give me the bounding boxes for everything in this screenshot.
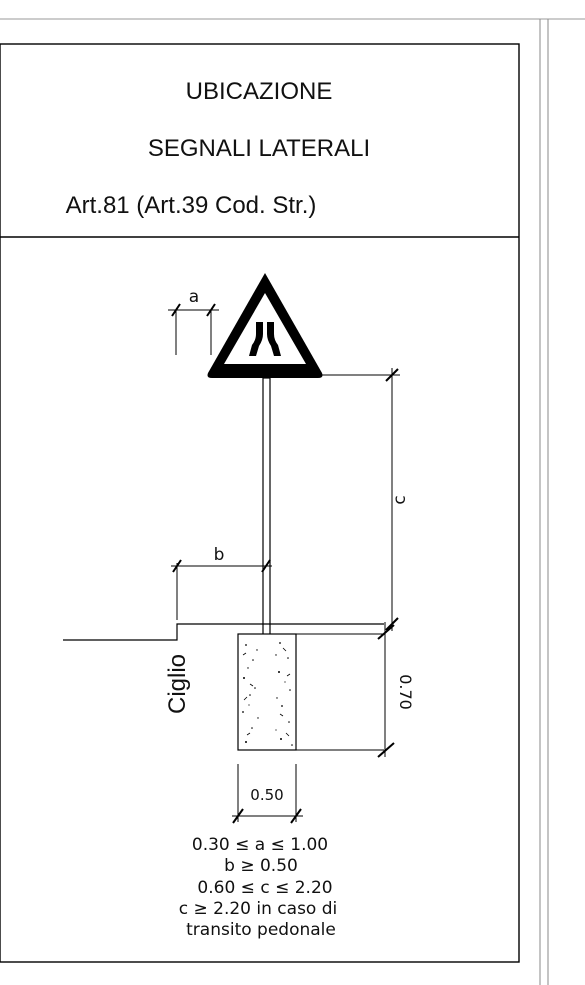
- ciglio-label: Ciglio: [164, 654, 191, 714]
- dim-a-label: a: [189, 287, 199, 307]
- frame: [0, 43, 520, 963]
- note-line-2: b ≥ 0.50: [224, 856, 298, 876]
- note-line-1: 0.30 ≤ a ≤ 1.00: [192, 835, 328, 855]
- dimension-a: [168, 303, 219, 355]
- road-narrows-sign-icon: [207, 273, 323, 378]
- dim-b-label: b: [214, 545, 225, 565]
- dimension-b: [171, 559, 272, 620]
- note-line-5: transito pedonale: [186, 920, 336, 940]
- note-line-3: 0.60 ≤ c ≤ 2.20: [197, 878, 332, 898]
- dim-width-label: 0.50: [250, 786, 283, 804]
- dimension-c: [270, 368, 400, 631]
- kerb-profile: [63, 623, 384, 641]
- title-line1: UBICAZIONE: [186, 78, 333, 105]
- dim-c-label: c: [390, 495, 410, 504]
- title-line2: SEGNALI LATERALI: [148, 135, 370, 162]
- note-line-4: c ≥ 2.20 in caso di: [179, 899, 338, 919]
- concrete-foundation: [237, 633, 297, 751]
- dimension-depth: [377, 622, 395, 758]
- title-line3: Art.81 (Art.39 Cod. Str.): [66, 192, 317, 219]
- dim-depth-label: 0.70: [396, 674, 415, 710]
- notes-block: 0.30 ≤ a ≤ 1.00 b ≥ 0.50 0.60 ≤ c ≤ 2.20…: [179, 835, 338, 940]
- dimension-width: [232, 764, 303, 824]
